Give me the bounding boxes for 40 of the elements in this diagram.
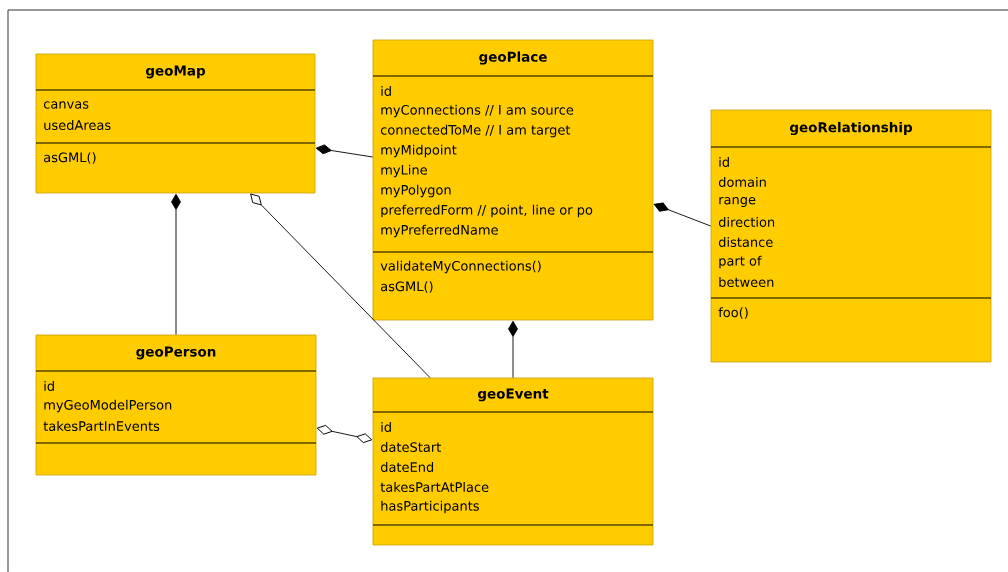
attribute: myPreferredName	[381, 224, 498, 238]
association-line	[316, 424, 373, 444]
operation: validateMyConnections()	[380, 260, 541, 274]
attribute: range	[719, 197, 756, 207]
attribute: hasParticipants	[381, 500, 479, 514]
attribute: id	[44, 380, 54, 392]
class-name: geoMap	[145, 65, 206, 79]
attribute: takesPartAtPlace	[380, 481, 489, 493]
class-name: geoEvent	[477, 388, 549, 402]
operation: foo()	[718, 307, 748, 319]
attribute: dateStart	[380, 441, 441, 453]
operation: asGML()	[44, 152, 96, 164]
class-name: geoPerson	[136, 346, 216, 360]
attribute: direction	[718, 216, 775, 228]
attribute: myConnections // I am source	[381, 104, 574, 118]
attribute: usedAreas	[44, 119, 111, 131]
attribute: id	[719, 156, 729, 168]
association-line	[250, 193, 431, 379]
association-line	[171, 193, 181, 336]
attribute: dateEnd	[380, 461, 434, 473]
attribute: preferredForm // point, line or po	[381, 204, 593, 218]
attribute: id	[381, 421, 391, 433]
attribute: myLine	[381, 164, 427, 178]
class-name: geoRelationship	[789, 121, 913, 136]
attribute: domain	[718, 176, 766, 188]
attribute: myGeoModelPerson	[44, 399, 172, 413]
attribute: distance	[718, 236, 773, 248]
class-name: geoPlace	[479, 51, 547, 65]
association-line	[653, 202, 712, 227]
association-line	[508, 320, 518, 379]
attribute: myMidpoint	[381, 144, 457, 158]
attribute: between	[719, 276, 774, 288]
attribute: myPolygon	[381, 184, 451, 198]
attribute: part of	[719, 255, 762, 269]
attribute: canvas	[43, 101, 89, 109]
attribute: id	[381, 85, 391, 97]
operation: asGML()	[381, 281, 433, 293]
attribute: connectedToMe // I am target	[380, 124, 571, 138]
association-line	[315, 144, 374, 158]
attribute: takesPartInEvents	[43, 420, 160, 432]
